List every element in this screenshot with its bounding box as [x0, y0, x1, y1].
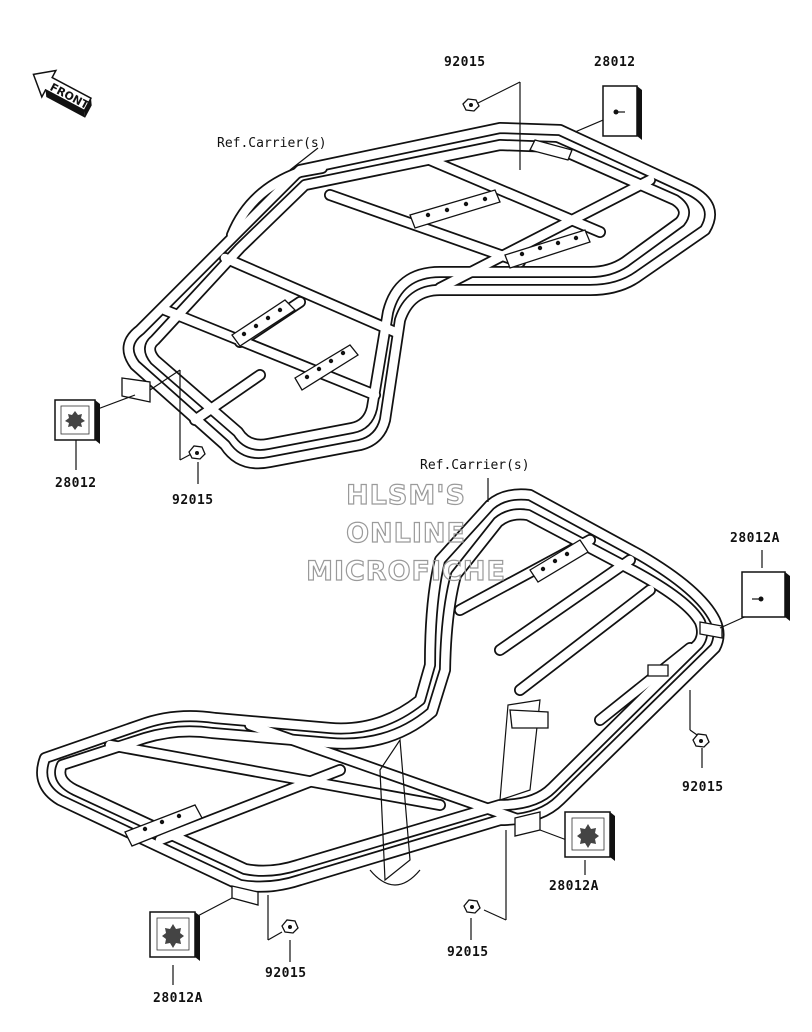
front-arrow-icon: FRONT	[32, 69, 93, 118]
lower-ref-carrier-label: Ref.Carrier(s)	[420, 458, 530, 473]
lower-reflector-left-label: 28012A	[153, 991, 203, 1006]
lower-plate-right	[529, 539, 589, 583]
upper-reflector-top-label: 28012	[594, 55, 636, 70]
lower-reflector-right-label: 28012A	[730, 531, 780, 546]
lower-nut-mid	[463, 899, 481, 914]
lower-reflector-mid-label: 28012A	[549, 879, 599, 894]
upper-plate-left	[231, 299, 359, 391]
lower-nut-right-label: 92015	[682, 780, 724, 795]
upper-ref-carrier-label: Ref.Carrier(s)	[217, 136, 327, 151]
watermark-line-2: ONLINE	[346, 518, 466, 549]
lower-nut-right	[692, 733, 710, 748]
upper-nut-top	[462, 98, 480, 112]
upper-reflector-left	[54, 399, 100, 444]
upper-reflector-top	[602, 85, 642, 140]
watermark-line-1: HLSM'S	[346, 480, 466, 511]
lower-nut-left-label: 92015	[265, 966, 307, 981]
lower-carrier: Ref.Carrier(s) 28012A 92015 28012A 92015…	[42, 458, 790, 1006]
lower-plate-left	[124, 804, 203, 847]
lower-reflector-left	[149, 911, 200, 961]
upper-nut-left	[188, 445, 206, 460]
upper-reflector-left-label: 28012	[55, 476, 97, 491]
upper-nut-left-label: 92015	[172, 493, 214, 508]
watermark-line-3: MICROFICHE	[306, 556, 506, 587]
lower-nut-left	[281, 919, 299, 934]
watermark: HLSM'S ONLINE MICROFICHE	[305, 479, 506, 587]
upper-carrier: 92015 28012 Ref.Carrier(s) 28012 92015	[54, 55, 710, 508]
lower-reflector-right	[741, 571, 790, 621]
lower-reflector-mid	[564, 811, 615, 861]
upper-nut-top-label: 92015	[444, 55, 486, 70]
lower-nut-mid-label: 92015	[447, 945, 489, 960]
upper-plate-right	[409, 189, 591, 269]
